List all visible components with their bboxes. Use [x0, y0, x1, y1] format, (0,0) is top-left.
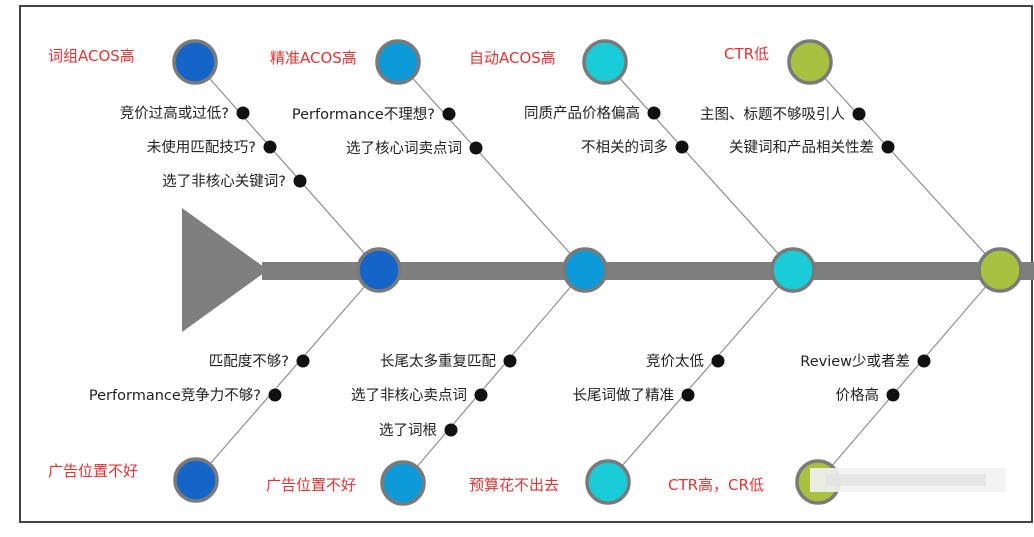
cause-label: 选了词根	[379, 422, 437, 439]
cause-label: 竞价过高或过低?	[120, 104, 229, 122]
spine-node	[770, 247, 816, 293]
cause-dot	[917, 354, 931, 368]
spine-node	[562, 247, 608, 293]
category-title: CTR低	[724, 45, 769, 63]
cause-label: 选了非核心关键词?	[162, 173, 286, 190]
bottom-categories: 广告位置不好 匹配度不够? Performance竞争力不够? 广告位置不好 长尾太多重…	[48, 352, 931, 506]
bottom-category: 广告位置不好 匹配度不够? Performance竞争力不够?	[48, 353, 310, 503]
cause-label: 长尾词做了精准	[573, 387, 675, 404]
cause-dot	[442, 107, 456, 121]
cause-label: 匹配度不够?	[209, 353, 289, 370]
cause-label: Performance竞争力不够?	[89, 386, 261, 404]
cause-label: 关键词和产品相关性差	[729, 139, 874, 156]
cause-label: Review少或者差	[800, 353, 910, 370]
cause-label: 长尾太多重复匹配	[380, 352, 496, 370]
cause-label: 主图、标题不够吸引人	[700, 106, 845, 123]
category-title: 广告位置不好	[48, 462, 138, 480]
category-circle	[172, 39, 218, 85]
cause-label: 同质产品价格偏高	[524, 105, 640, 122]
cause-dot	[881, 140, 895, 154]
top-category: 精准ACOS高 Performance不理想? 选了核心词卖点词	[270, 39, 483, 157]
cause-label: Performance不理想?	[292, 106, 435, 123]
cause-dot	[236, 106, 250, 120]
branch-line-top	[604, 61, 794, 271]
category-title: 词组ACOS高	[48, 47, 135, 65]
category-circle	[787, 39, 833, 85]
cause-dot	[474, 388, 488, 402]
category-title: CTR高，CR低	[668, 476, 764, 494]
cause-dot	[268, 388, 282, 402]
category-title: 广告位置不好	[266, 476, 356, 494]
spine-node	[977, 247, 1023, 293]
cause-dot	[469, 141, 483, 155]
cause-dot	[263, 140, 277, 154]
spine-node	[356, 247, 402, 293]
cause-dot	[675, 140, 689, 154]
watermark-blur-inner	[826, 474, 986, 486]
cause-label: 选了核心词卖点词	[346, 140, 462, 157]
cause-dot	[681, 388, 695, 402]
fish-tail-triangle	[182, 208, 268, 332]
branch-line-top	[809, 61, 1001, 271]
category-circle	[380, 460, 426, 506]
cause-dot	[296, 354, 310, 368]
branches	[194, 61, 1001, 484]
cause-dot	[503, 354, 517, 368]
branch-line-bottom	[195, 269, 380, 481]
cause-dot	[852, 107, 866, 121]
cause-label: 未使用匹配技巧?	[147, 139, 256, 156]
spine-nodes	[356, 247, 1023, 293]
category-title: 预算花不出去	[469, 476, 559, 494]
branch-line-bottom	[402, 269, 586, 484]
cause-dot	[647, 106, 661, 120]
cause-label: 不相关的词多	[581, 139, 668, 156]
category-title: 自动ACOS高	[469, 49, 556, 67]
cause-dot	[293, 174, 307, 188]
cause-dot	[886, 388, 900, 402]
branch-line-top	[194, 61, 380, 271]
cause-dot	[444, 423, 458, 437]
category-circle	[173, 457, 219, 503]
cause-dot	[711, 354, 725, 368]
category-circle	[582, 39, 628, 85]
spine	[262, 262, 1034, 280]
branch-line-bottom	[607, 269, 794, 483]
cause-label: 价格高	[836, 387, 880, 404]
branch-line-top	[397, 61, 586, 271]
branch-line-bottom	[817, 269, 1001, 483]
category-circle	[585, 459, 631, 505]
category-circle	[375, 39, 421, 85]
category-title: 精准ACOS高	[270, 49, 357, 67]
cause-label: 选了非核心卖点词	[351, 387, 467, 404]
cause-label: 竞价太低	[646, 352, 704, 370]
